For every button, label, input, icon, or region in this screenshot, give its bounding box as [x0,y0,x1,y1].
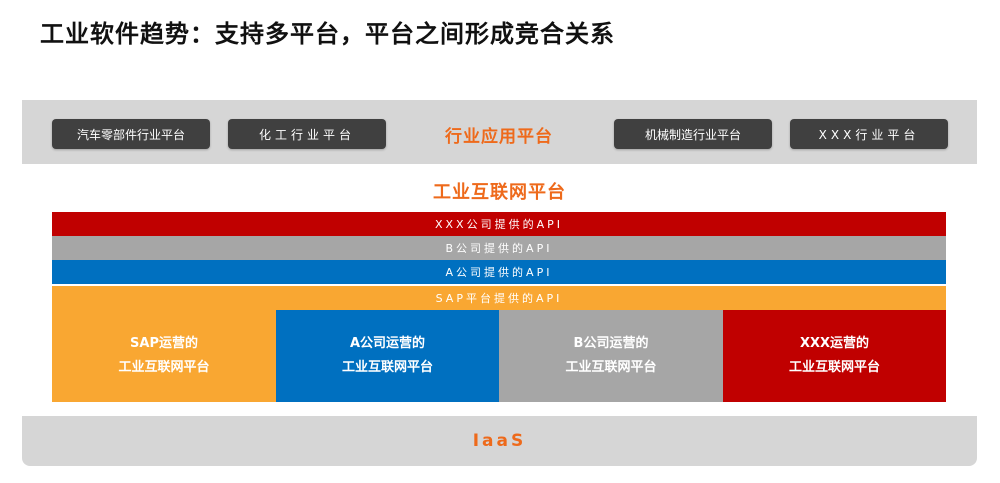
operator-platform: 工业互联网平台 [118,360,210,375]
iaas-band: IaaS [22,416,977,466]
operator-column-b-company: B公司运营的 工业互联网平台 [499,310,723,402]
operator-platform: 工业互联网平台 [788,360,880,375]
operator-name: B公司运营的 [573,336,649,351]
operator-name: XXX运营的 [799,336,870,351]
operator-platform: 工业互联网平台 [341,360,433,375]
iaas-label: IaaS [472,431,527,451]
operator-name: A公司运营的 [349,336,426,351]
page-title: 工业软件趋势：支持多平台，平台之间形成竞合关系 [40,20,615,48]
platform-pill-machinery: 机械制造行业平台 [614,119,772,149]
industry-app-platform-band: 汽车零部件行业平台 化工行业平台 行业应用平台 机械制造行业平台 XXX行业平台 [22,100,977,164]
platform-pill-chemical: 化工行业平台 [228,119,386,149]
operator-platform: 工业互联网平台 [565,360,657,375]
operator-column-xxx: XXX运营的 工业互联网平台 [723,310,946,402]
operator-name: SAP运营的 [130,336,198,351]
api-bar-xxx: XXX公司提供的API [52,212,946,236]
operator-column-sap: SAP运营的 工业互联网平台 [52,310,276,402]
api-bar-b-company: B公司提供的API [52,236,946,260]
platform-pill-auto-parts: 汽车零部件行业平台 [52,119,210,149]
industrial-internet-platform-label: 工业互联网平台 [433,182,566,203]
api-bar-sap: SAP平台提供的API [52,286,946,310]
industry-app-platform-label: 行业应用平台 [445,126,553,147]
platform-pill-xxx: XXX行业平台 [790,119,948,149]
operator-column-a-company: A公司运营的 工业互联网平台 [276,310,499,402]
api-bar-a-company: A公司提供的API [52,260,946,284]
